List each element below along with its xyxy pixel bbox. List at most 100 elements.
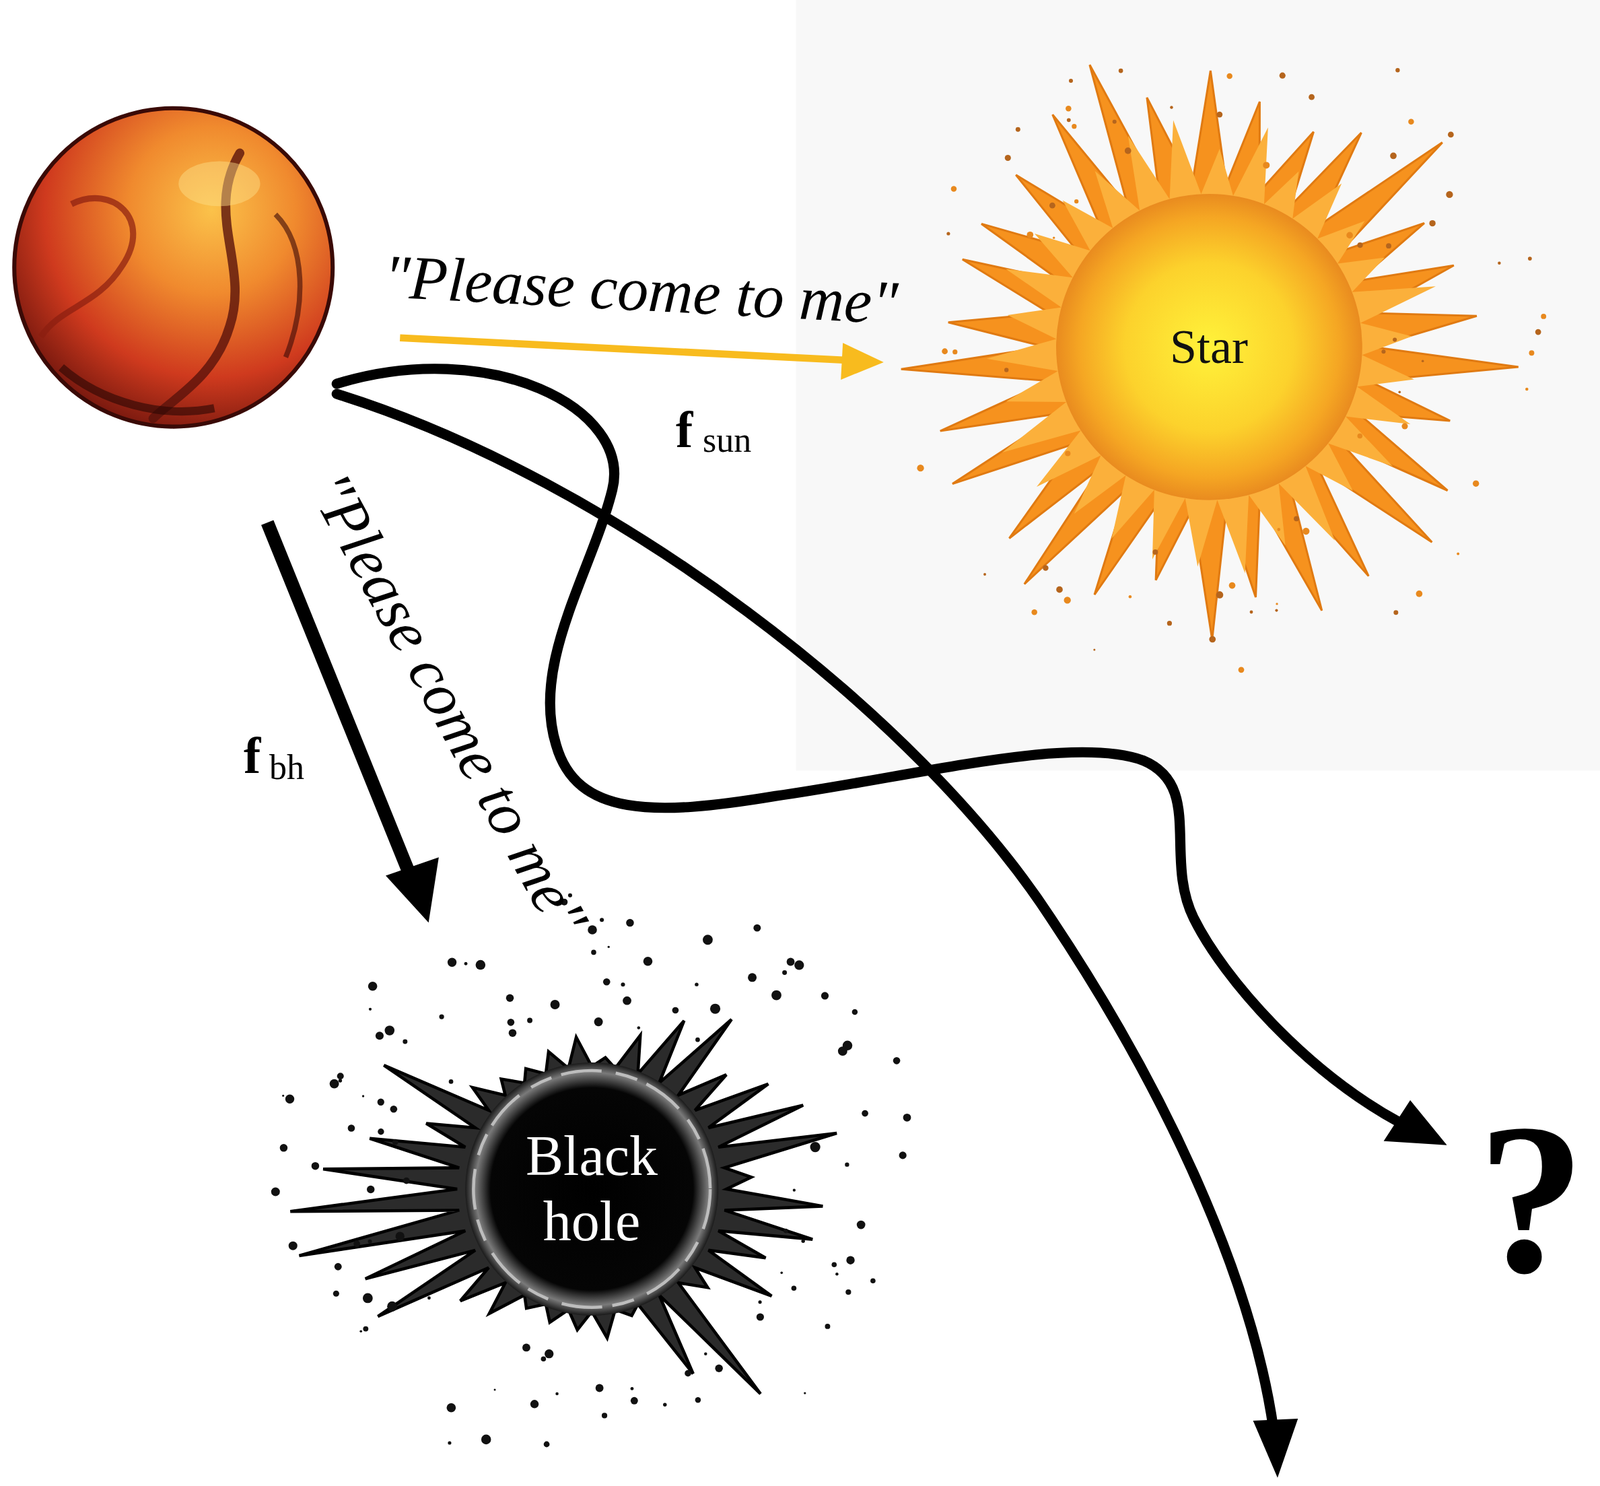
star-speck: [1118, 68, 1124, 74]
splatter-dot: [747, 972, 757, 982]
star-backdrop: [795, 0, 1600, 771]
splatter-dot: [831, 1261, 837, 1267]
sun-force-head: [840, 342, 884, 380]
star-speck: [946, 231, 950, 235]
star-speck: [1056, 586, 1063, 594]
star-speck: [1389, 152, 1397, 160]
splatter-dot: [792, 1188, 796, 1192]
splatter-dot: [637, 1025, 641, 1030]
splatter-dot: [353, 1239, 361, 1247]
splatter-dot: [508, 1028, 517, 1037]
star-speck: [1238, 666, 1245, 673]
splatter-dot: [550, 999, 561, 1010]
splatter-dot: [475, 959, 486, 970]
splatter-dot: [620, 982, 625, 987]
black-hole-ring: [473, 1070, 711, 1308]
star-ray: [901, 64, 1519, 640]
star-speck: [1447, 131, 1454, 138]
sun-force-arrow: [399, 337, 847, 361]
star-speck: [983, 572, 987, 576]
star-speck: [1381, 349, 1386, 354]
star-speck: [1385, 242, 1392, 249]
force-subscript: sun: [702, 422, 752, 458]
star-speck: [1445, 191, 1453, 198]
splatter-dot: [861, 1109, 869, 1117]
black-hole-spikes: [290, 1019, 837, 1394]
splatter-dot: [607, 945, 610, 948]
splatter-dot: [595, 1383, 604, 1393]
splatter-dot: [377, 1098, 385, 1106]
splatter-dot: [594, 1017, 604, 1026]
splatter-dot: [630, 1396, 639, 1405]
star-speck: [1408, 118, 1414, 124]
splatter-dot: [756, 1312, 764, 1320]
splatter-dot: [757, 1299, 762, 1304]
splatter-dot: [672, 1006, 680, 1014]
star-speck: [1124, 147, 1132, 155]
splatter-dot: [527, 1017, 533, 1024]
planet: [14, 108, 333, 427]
star-speck: [1275, 602, 1278, 605]
splatter-dot: [367, 1239, 372, 1244]
star-speck: [941, 348, 948, 355]
splatter-dot: [494, 1388, 497, 1391]
star-speck: [1393, 609, 1399, 615]
splatter-dot: [447, 1440, 451, 1444]
splatter-dot: [362, 1326, 369, 1332]
black-hole-node: Black hole: [490, 1119, 693, 1258]
splatter-dot: [522, 1343, 531, 1352]
splatter-dot: [427, 1295, 431, 1300]
star-speck: [1216, 111, 1223, 118]
splatter-dot: [786, 957, 795, 966]
star-speck: [1031, 609, 1037, 615]
star-specks: [916, 67, 1547, 673]
splatter-dot: [710, 1003, 721, 1014]
splatter-dot: [311, 1161, 320, 1170]
star-speck: [1262, 161, 1270, 169]
splatter-dot: [783, 1228, 789, 1234]
splatter-dot: [803, 1391, 806, 1394]
splatter-dot: [771, 990, 782, 1001]
star-speck: [1042, 564, 1049, 571]
splatter-dot: [362, 1094, 365, 1097]
splatter-dot: [285, 1094, 295, 1104]
star-speck: [1293, 515, 1300, 521]
splatter-dot: [714, 1363, 723, 1372]
splatter-dot: [599, 917, 604, 922]
splatter-dot: [530, 1399, 539, 1408]
node-label: Star: [1169, 319, 1248, 375]
splatter-dot: [702, 934, 713, 945]
star-speck: [1052, 236, 1055, 239]
splatter-dot: [390, 1105, 398, 1113]
star-speck: [1472, 479, 1479, 486]
splatter-dot: [601, 1412, 608, 1418]
splatter-dot: [780, 1271, 783, 1275]
star-speck: [1277, 527, 1281, 532]
star-speck: [1066, 117, 1071, 122]
splatter-dot: [282, 1094, 285, 1097]
splatter-dot: [271, 1186, 281, 1196]
star-speck: [1528, 350, 1535, 356]
splatter-dot: [359, 1329, 363, 1333]
splatter-dot: [695, 1037, 701, 1042]
black-hole-spike: [290, 1019, 837, 1394]
star-speck: [1395, 67, 1400, 73]
star-speck: [1398, 391, 1401, 394]
star-speck: [1456, 552, 1460, 556]
star-speck: [1208, 636, 1216, 643]
splatter-dot: [544, 1348, 554, 1358]
splatter-dot: [338, 1078, 342, 1082]
splatter-dot: [403, 1177, 410, 1185]
splatter-dot: [464, 961, 468, 966]
star-node: Star: [1163, 315, 1255, 379]
star-speck: [1068, 78, 1073, 83]
black-hole-disc: [465, 1062, 719, 1316]
splatter-dot: [801, 1239, 805, 1243]
star-speck: [1346, 232, 1353, 239]
splatter-dot: [368, 981, 378, 991]
splatter-dot: [643, 956, 653, 966]
splatter-dot: [587, 924, 598, 935]
star-speck: [1128, 595, 1133, 599]
planet-streak: [41, 197, 134, 337]
